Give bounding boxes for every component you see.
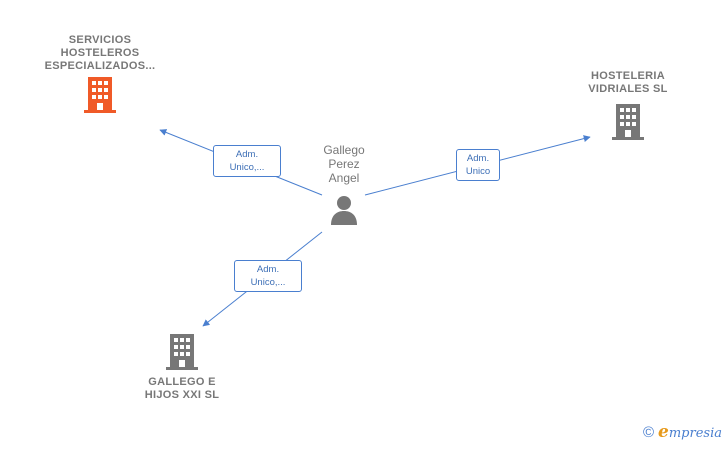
brand-logo[interactable]: empresia [658,422,722,442]
building-icon [84,77,116,113]
company-node-servicios[interactable]: SERVICIOS HOSTELEROS ESPECIALIZADOS... [30,34,170,113]
copyright-icon: © [642,423,655,441]
company-label-hosteleria[interactable]: HOSTELERIA VIDRIALES SL [588,70,668,95]
building-icon [612,104,644,140]
footer-brand: © empresia [643,422,722,442]
role-box-gallego[interactable]: Adm. Unico,... [234,260,302,292]
role-box-hosteleria[interactable]: Adm. Unico [456,149,500,181]
building-icon [166,334,198,370]
person-icon [331,196,357,225]
person-label[interactable]: Gallego Perez Angel [323,143,365,185]
company-label-gallego[interactable]: GALLEGO E HIJOS XXI SL [144,376,220,401]
company-label-servicios[interactable]: SERVICIOS HOSTELEROS ESPECIALIZADOS... [44,34,156,72]
company-node-gallego[interactable]: GALLEGO E HIJOS XXI SL [127,334,237,402]
role-box-servicios[interactable]: Adm. Unico,... [213,145,281,177]
company-node-hosteleria[interactable]: HOSTELERIA VIDRIALES SL [573,70,683,140]
person-node[interactable]: Gallego Perez Angel [304,143,384,225]
